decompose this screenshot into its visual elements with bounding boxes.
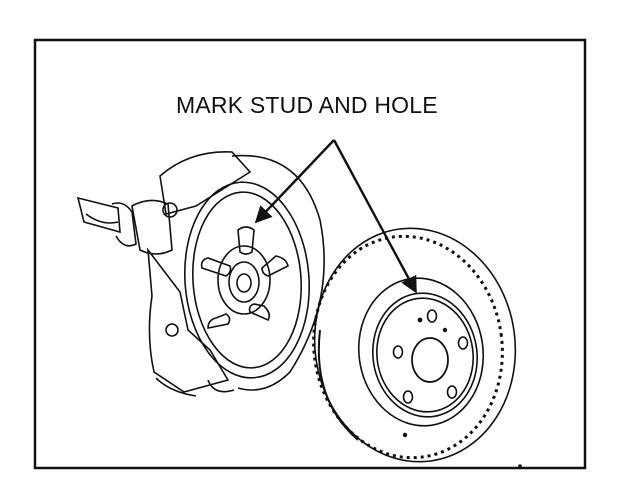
wheel-stud: [261, 255, 289, 277]
brake-disc: [312, 227, 517, 463]
disc-stud-hole: [457, 336, 469, 350]
wheel-stud: [200, 257, 232, 277]
arrow-to-hole: [332, 139, 418, 294]
callout-arrows: [254, 139, 418, 294]
hub-assembly: [76, 151, 325, 397]
disc-stud-hole: [402, 390, 414, 404]
wheel-stud: [207, 313, 231, 329]
disc-stud-hole: [426, 309, 438, 323]
wheel-stud: [237, 226, 255, 255]
arrow-to-stud: [254, 139, 335, 224]
wheel-stud: [248, 303, 271, 322]
diagram-frame: [33, 38, 587, 470]
callout-label: MARK STUD AND HOLE: [176, 92, 438, 118]
disc-stud-hole: [446, 385, 458, 399]
disc-stud-hole: [392, 345, 404, 359]
